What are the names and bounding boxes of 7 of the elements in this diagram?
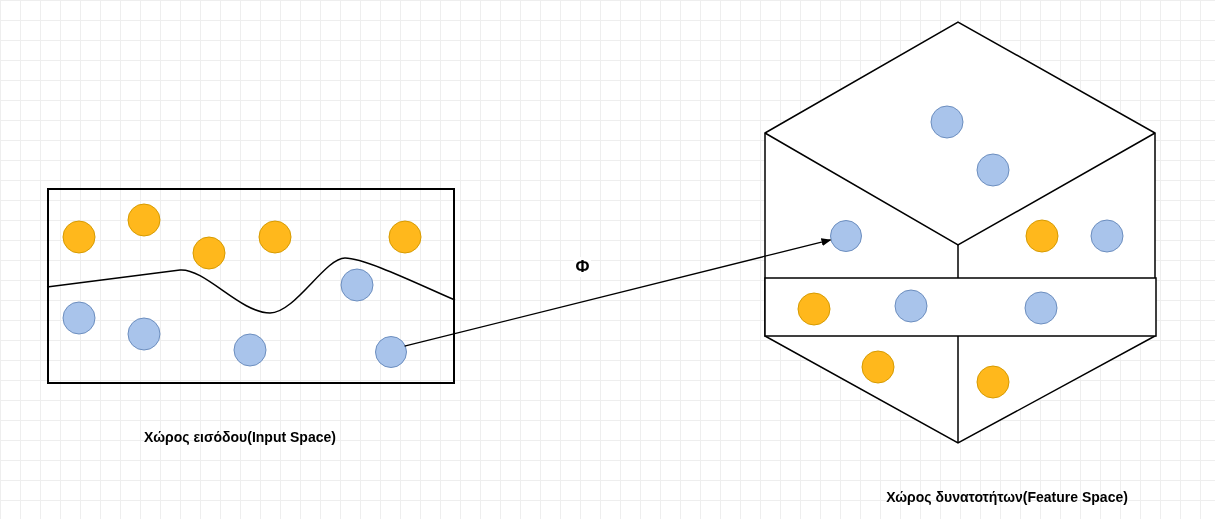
input-space-box	[47, 188, 455, 384]
edge-label: Φ	[573, 257, 592, 277]
arrow	[403, 238, 832, 347]
feature-space-drawing	[765, 22, 1157, 443]
data-point	[375, 336, 407, 368]
node-label: Χώρος εισόδου(Input Space)	[144, 429, 336, 445]
node-label: Χώρος δυνατοτήτων(Feature Space)	[886, 489, 1128, 505]
